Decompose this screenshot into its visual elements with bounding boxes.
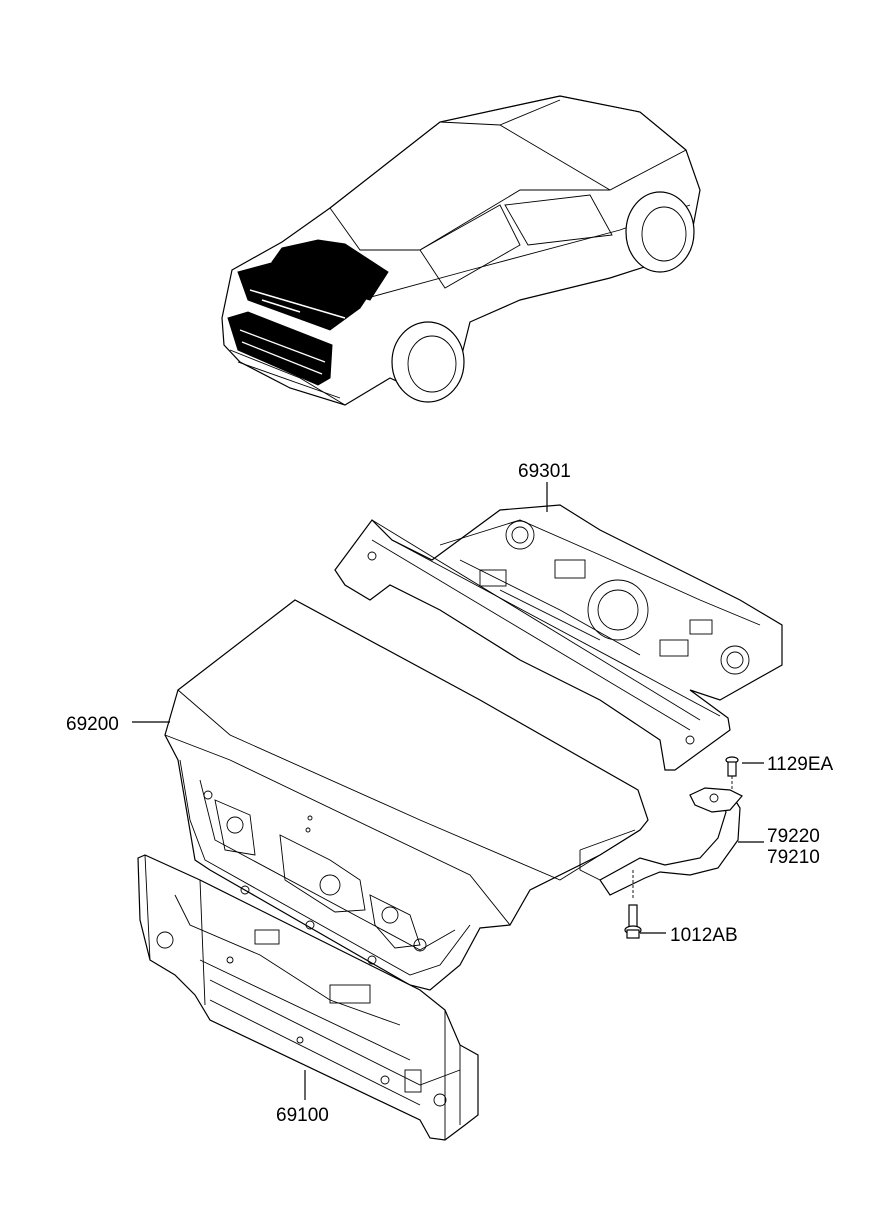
label-69100: 69100 (276, 1105, 329, 1126)
rear-floor-panel (334, 504, 783, 771)
label-79210: 79210 (767, 847, 820, 868)
part-labels: 69301 69200 1129EA 79220 79210 1012AB 69… (66, 461, 834, 1126)
vehicle-illustration (221, 95, 701, 406)
trunk-lid (164, 599, 649, 991)
leader-lines (132, 482, 764, 1100)
label-69301: 69301 (518, 461, 571, 482)
back-panel (137, 854, 479, 1141)
label-1012AB: 1012AB (670, 925, 738, 946)
bolt-1012AB-icon (624, 870, 642, 939)
trunk-hinge (579, 787, 743, 896)
label-69200: 69200 (66, 714, 119, 735)
label-1129EA: 1129EA (767, 754, 834, 775)
label-79220: 79220 (767, 826, 820, 847)
bolt-1129EA-icon (725, 756, 739, 790)
